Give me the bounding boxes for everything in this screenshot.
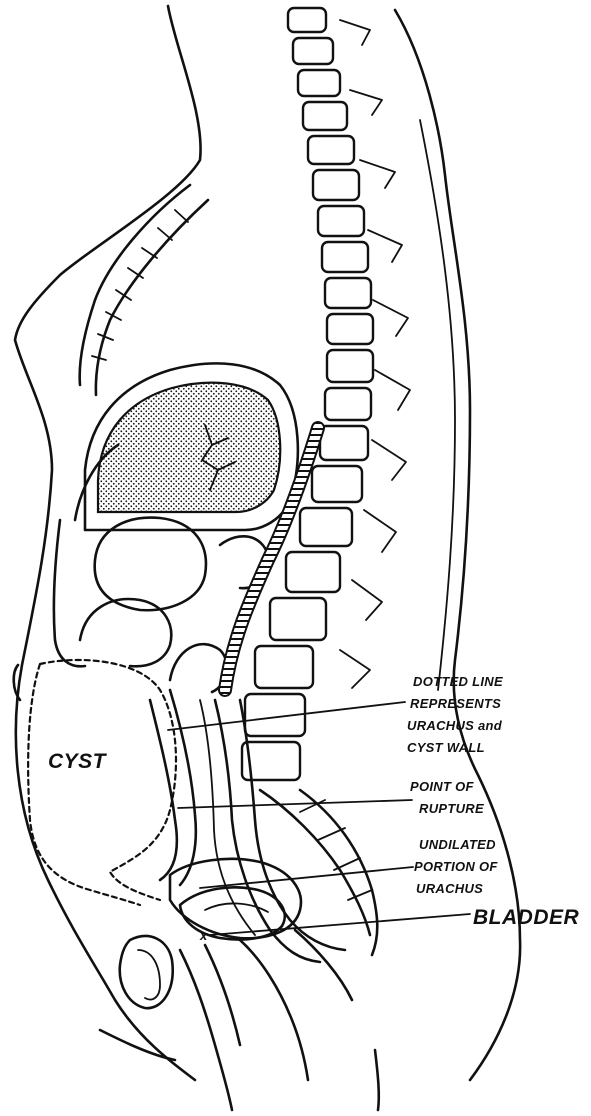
cyst-dotted-outline [28,660,176,905]
undilated-label-line-2: PORTION OF [414,859,498,874]
pelvic-organs [100,859,352,1110]
ribs [80,185,208,395]
undilated-leader-line [200,867,413,888]
bladder-label: BLADDER [473,906,579,929]
leg-outline [375,1050,379,1110]
rupture-label-line-1: POINT OF [410,779,475,794]
rupture-label-line-2: RUPTURE [419,801,484,816]
urachus-label-line-3: URACHUS and [407,718,503,733]
undilated-label: UNDILATED PORTION OF URACHUS [414,837,498,896]
liver-stippled-tissue [98,383,280,512]
cyst-label: CYST [48,750,108,773]
undilated-label-line-1: UNDILATED [419,837,496,852]
bladder-leader-line [210,914,470,935]
urachus-label-line-1: DOTTED LINE [413,674,503,689]
urachus-label-line-4: CYST WALL [407,740,485,755]
urachus-cyst-wall-label: DOTTED LINE REPRESENTS URACHUS and CYST … [407,674,503,755]
undilated-label-line-3: URACHUS [416,881,483,896]
bladder-organ [180,887,285,939]
rupture-point-marker: x [199,928,208,943]
rupture-label: POINT OF RUPTURE [410,779,484,816]
urachus-label-line-2: REPRESENTS [410,696,501,711]
body-front-outline [15,6,201,1080]
